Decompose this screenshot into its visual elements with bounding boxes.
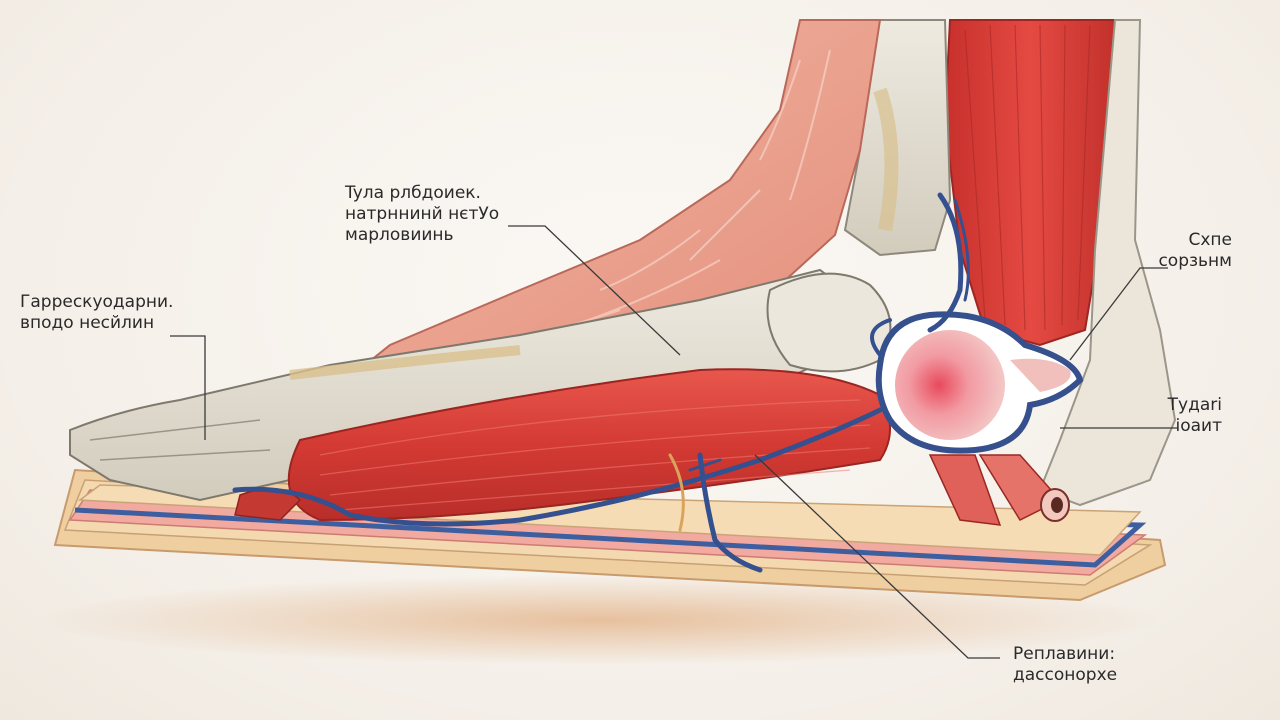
heel-skin-outline <box>1038 19 1177 507</box>
label-mid-right-line1: Тудаrі <box>1167 395 1222 415</box>
leader-lines <box>170 225 1178 659</box>
label-top-center-line3: марловиинь <box>345 225 454 245</box>
blood-vessels <box>232 192 970 573</box>
calf-muscle-fibers <box>964 24 1091 331</box>
plantar-muscle-fibers <box>319 399 871 511</box>
label-top-center: Tyла рлбдоиeк. натрннинй нєтУо марловиин… <box>345 183 499 246</box>
label-left-line1: Гарреcкyодарни. <box>20 292 174 312</box>
leader-top-right <box>1069 267 1168 361</box>
leader-left <box>170 335 206 440</box>
label-top-right-line2: сорзьнм <box>1158 251 1232 271</box>
leader-bottom-right <box>754 454 1000 659</box>
label-top-right: Cxпе сорзьнм <box>1158 230 1232 272</box>
heel-ligaments <box>928 454 1070 526</box>
label-top-center-line2: натрннинй нєтУо <box>345 204 500 224</box>
label-bottom-right-line2: даcсонорхе <box>1013 665 1118 685</box>
heel-bursa <box>875 311 1084 454</box>
calf-muscle <box>943 19 1117 347</box>
label-top-center-line1: Tyла рлбдоиeк. <box>345 183 481 203</box>
label-left-line2: вподо несйлин <box>20 313 155 333</box>
leader-top-center <box>508 225 681 356</box>
label-bottom-right: Реплавини: даcсонорхе <box>1013 644 1117 686</box>
label-left: Гарреcкyодарни. вподо несйлин <box>20 292 173 334</box>
label-bottom-right-line1: Реплавини: <box>1013 644 1116 664</box>
floor-shadow <box>40 575 1160 665</box>
label-top-right-line1: Cxпе <box>1188 230 1232 250</box>
label-mid-right: Тудаrі іоаит <box>1168 395 1222 437</box>
label-mid-right-line2: іоаит <box>1175 416 1223 436</box>
